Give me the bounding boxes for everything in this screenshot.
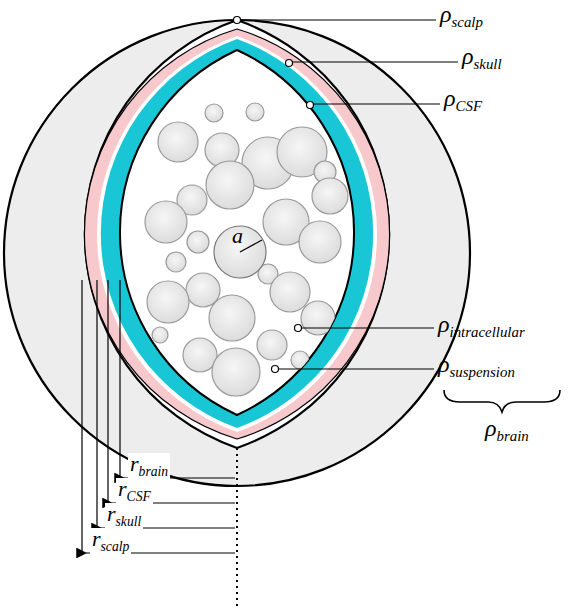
skull-layer <box>84 29 389 439</box>
radius-label: rscalp <box>90 528 131 553</box>
intracellular-label: ρintracellular <box>438 312 525 340</box>
brain-label: ρbrain <box>485 416 529 444</box>
csf-layer <box>101 39 373 428</box>
axis <box>236 448 238 609</box>
skull-inner-gap <box>97 36 377 432</box>
scalp-label: ρscalp <box>440 2 483 30</box>
radius-label: rCSF <box>116 478 153 503</box>
brace <box>444 390 560 412</box>
cell-radius <box>240 240 262 252</box>
csf-label: ρCSF <box>444 86 482 114</box>
brain-region <box>120 50 354 415</box>
cell-radius-label: a <box>232 225 243 247</box>
suspension-label: ρsuspension <box>438 352 515 380</box>
cells <box>145 103 348 396</box>
radius-label: rskull <box>105 503 143 528</box>
leader-lines <box>234 17 459 373</box>
outer-sphere <box>4 20 470 486</box>
radius-label: rbrain <box>128 453 170 478</box>
radius-dimensions <box>82 280 235 553</box>
skull-label: ρskull <box>462 44 502 72</box>
scalp-layer <box>85 20 389 448</box>
